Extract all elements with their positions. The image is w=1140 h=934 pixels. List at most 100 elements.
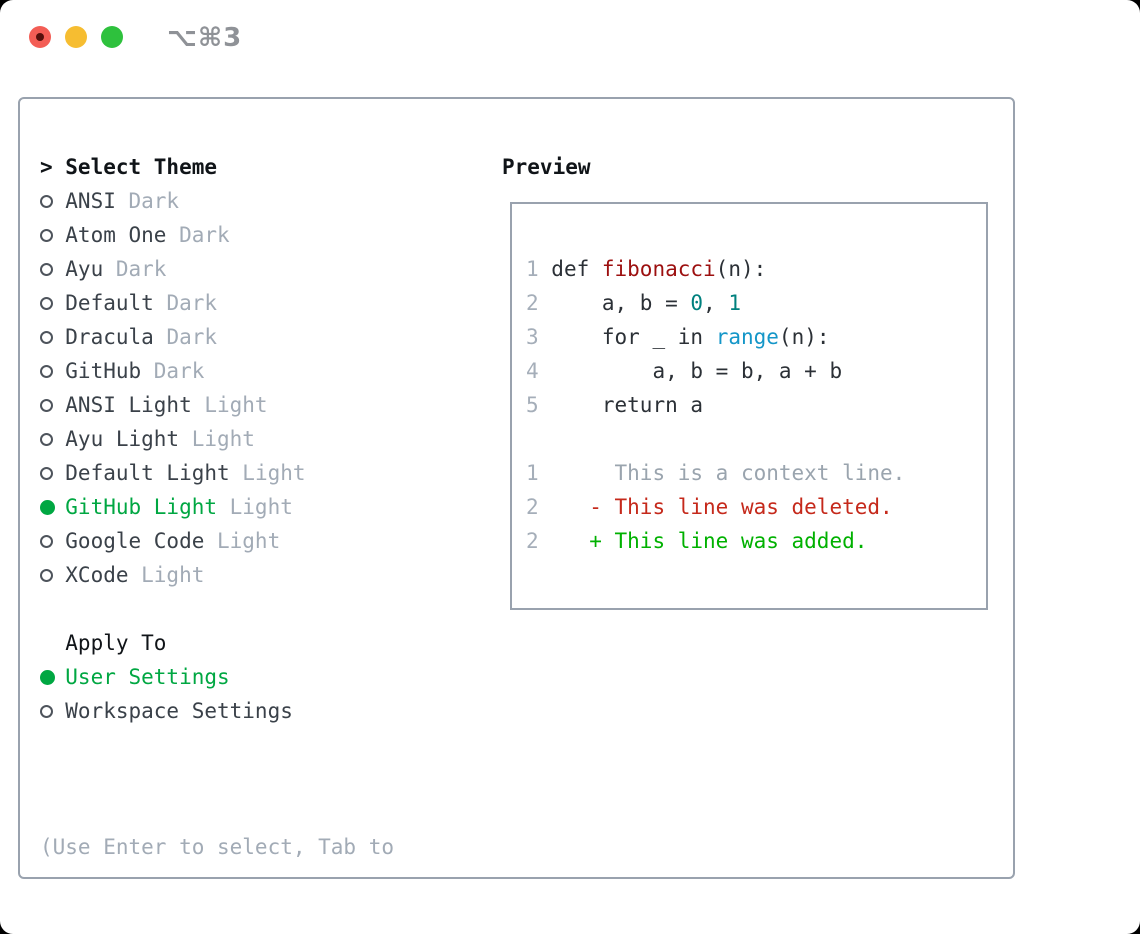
code-line [526, 422, 972, 456]
maximize-button[interactable] [101, 26, 123, 48]
theme-option[interactable]: Default Light Light [40, 456, 394, 490]
theme-name: Atom One [65, 223, 167, 247]
radio-icon [40, 194, 65, 208]
code-segment-plain [551, 325, 602, 349]
radio-circle [40, 704, 53, 718]
theme-name: Default [65, 291, 154, 315]
code-segment-del: - This line was deleted. [589, 495, 893, 519]
select-theme-title: Select Theme [65, 155, 217, 179]
radio-selected-icon [40, 669, 65, 685]
radio-circle [40, 499, 55, 515]
selection-caret: > [40, 155, 53, 179]
code-segment-builtin: range [715, 325, 779, 349]
theme-name: Ayu [65, 257, 104, 281]
close-dot-icon [36, 33, 44, 41]
code-segment-plain: a, b = [551, 291, 691, 315]
theme-option[interactable]: ANSI Light Light [40, 388, 394, 422]
code-segment-number: 1 [728, 291, 741, 315]
theme-name: GitHub Light [65, 495, 217, 519]
radio-circle [40, 228, 53, 242]
titlebar: ⌥⌘3 [0, 0, 1140, 74]
code-segment-num: 2 [526, 495, 552, 519]
code-line: 5 return a [526, 388, 972, 422]
minimize-button[interactable] [65, 26, 87, 48]
theme-option[interactable]: Ayu Dark [40, 252, 394, 286]
preview-header: Preview [502, 155, 591, 179]
spacer [40, 592, 394, 626]
theme-name: Default Light [65, 461, 230, 485]
close-button[interactable] [29, 26, 51, 48]
code-preview: 1 def fibonacci(n): 2 a, b = 0, 1 3 for _ … [512, 204, 986, 606]
code-segment-kw: for [601, 325, 640, 349]
window-title: ⌥⌘3 [167, 23, 243, 53]
radio-circle [40, 534, 53, 548]
code-segment-number: 0 [690, 291, 704, 315]
theme-name: XCode [65, 563, 129, 587]
apply-to-title: Apply To [65, 631, 167, 655]
radio-selected-icon [40, 499, 65, 515]
theme-variant: Dark [115, 257, 167, 281]
theme-option[interactable]: Google Code Light [40, 524, 394, 558]
code-segment-num: 2 [526, 529, 552, 553]
radio-circle [40, 466, 53, 480]
code-segment-plain [551, 495, 589, 519]
theme-variant: Light [217, 529, 281, 553]
theme-name: ANSI Light [65, 393, 192, 417]
radio-circle [40, 432, 53, 446]
code-segment-num: 1 [526, 257, 552, 281]
theme-option[interactable]: XCode Light [40, 558, 394, 592]
code-segment-ctx: This is a context line. [551, 461, 906, 485]
apply-target-name: User Settings [65, 665, 230, 689]
radio-icon [40, 262, 65, 276]
apply-target-option[interactable]: Workspace Settings [40, 694, 394, 728]
code-segment-plain [551, 529, 589, 553]
code-segment-num: 3 [526, 325, 552, 349]
radio-circle [40, 262, 53, 276]
radio-circle [40, 296, 53, 310]
theme-variant: Dark [128, 189, 180, 213]
radio-circle [40, 669, 55, 685]
code-line: 4 a, b = b, a + b [526, 354, 972, 388]
radio-circle [40, 568, 53, 582]
select-theme-header: > Select Theme [40, 150, 394, 184]
radio-icon [40, 466, 65, 480]
code-segment-kw: return [601, 393, 678, 417]
theme-variant: Light [242, 461, 306, 485]
traffic-lights [29, 26, 123, 48]
code-segment-plain: (n): [715, 257, 767, 281]
code-segment-plain: , [703, 291, 729, 315]
theme-option[interactable]: GitHub Dark [40, 354, 394, 388]
radio-circle [40, 398, 53, 412]
radio-circle [40, 364, 53, 378]
code-line: 1 This is a context line. [526, 456, 972, 490]
code-segment-plain: a [677, 393, 704, 417]
theme-variant: Light [141, 563, 205, 587]
theme-variant: Light [204, 393, 268, 417]
code-line: 1 def fibonacci(n): [526, 252, 972, 286]
radio-circle [40, 194, 53, 208]
code-line: 2 + This line was added. [526, 524, 972, 558]
code-segment-num: 4 [526, 359, 552, 383]
radio-icon [40, 568, 65, 582]
code-segment-plain [551, 393, 602, 417]
theme-name: Dracula [65, 325, 154, 349]
apply-target-option[interactable]: User Settings [40, 660, 394, 694]
code-segment-num: 1 [526, 461, 552, 485]
code-line: 3 for _ in range(n): [526, 320, 972, 354]
theme-name: Google Code [65, 529, 205, 553]
code-segment-kw: def [551, 257, 602, 281]
code-segment-plain: (n): [778, 325, 830, 349]
theme-variant: Dark [153, 359, 205, 383]
code-segment-plain: _ [639, 325, 678, 349]
radio-icon [40, 398, 65, 412]
theme-name: GitHub [65, 359, 142, 383]
